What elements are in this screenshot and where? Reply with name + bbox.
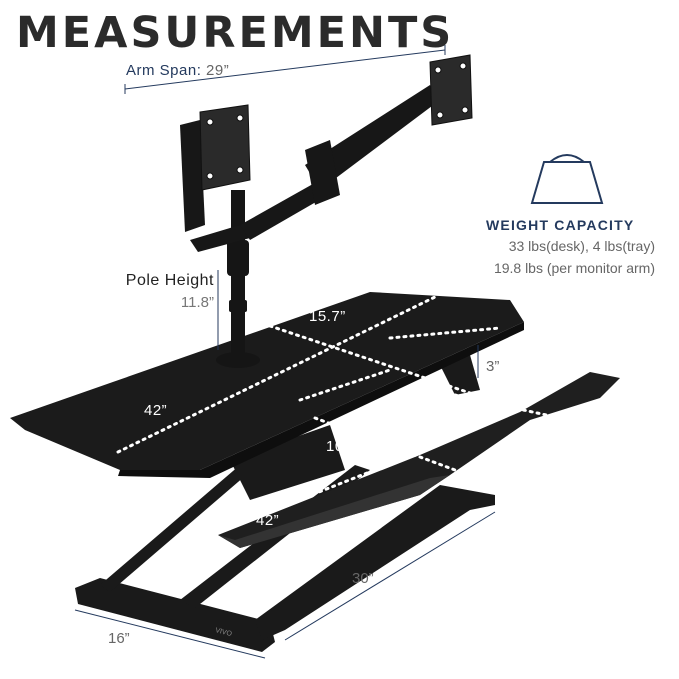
base-width-line <box>74 609 266 659</box>
desk-width-dim: 42” <box>144 402 168 419</box>
desk-dim-lines <box>116 295 562 522</box>
tray-gap-dim: 3” <box>486 358 500 375</box>
desk-depth-dim: 15.7” <box>309 308 346 325</box>
weight-capacity-desk: 33 lbs(desk), 4 lbs(tray) <box>508 238 655 254</box>
weight-capacity-heading: WEIGHT CAPACITY <box>486 217 635 233</box>
desk-surface <box>10 292 524 470</box>
keyboard-depth-dim: 10.2” <box>326 438 363 455</box>
arm-span-line <box>124 49 446 90</box>
base-width-dim: 16” <box>108 630 130 647</box>
pole-height-value: 11.8” <box>180 294 214 311</box>
brand-logo: VIVO <box>215 627 233 638</box>
vesa-plate-right <box>429 54 473 126</box>
pole-height-label: Pole Height <box>125 272 214 289</box>
tray-depth-dim: 11.8” <box>418 393 454 410</box>
keyboard-tray <box>218 372 620 548</box>
page-title: MEASUREMENTS <box>16 8 455 58</box>
weight-capacity-arm: 19.8 lbs (per monitor arm) <box>493 260 655 276</box>
vesa-plate-left <box>199 104 251 191</box>
arm-span-value: 29” <box>206 62 230 79</box>
arm-span-label: Arm Span: 29” <box>126 62 229 79</box>
base-length-dim: 30” <box>352 570 374 587</box>
base-length-line <box>284 511 496 641</box>
desk-base <box>75 465 495 652</box>
monitor-arms <box>180 85 440 252</box>
arm-span-text: Arm Span: <box>126 62 202 79</box>
weight-icon <box>530 154 604 204</box>
keyboard-width-dim: 42” <box>256 512 280 529</box>
